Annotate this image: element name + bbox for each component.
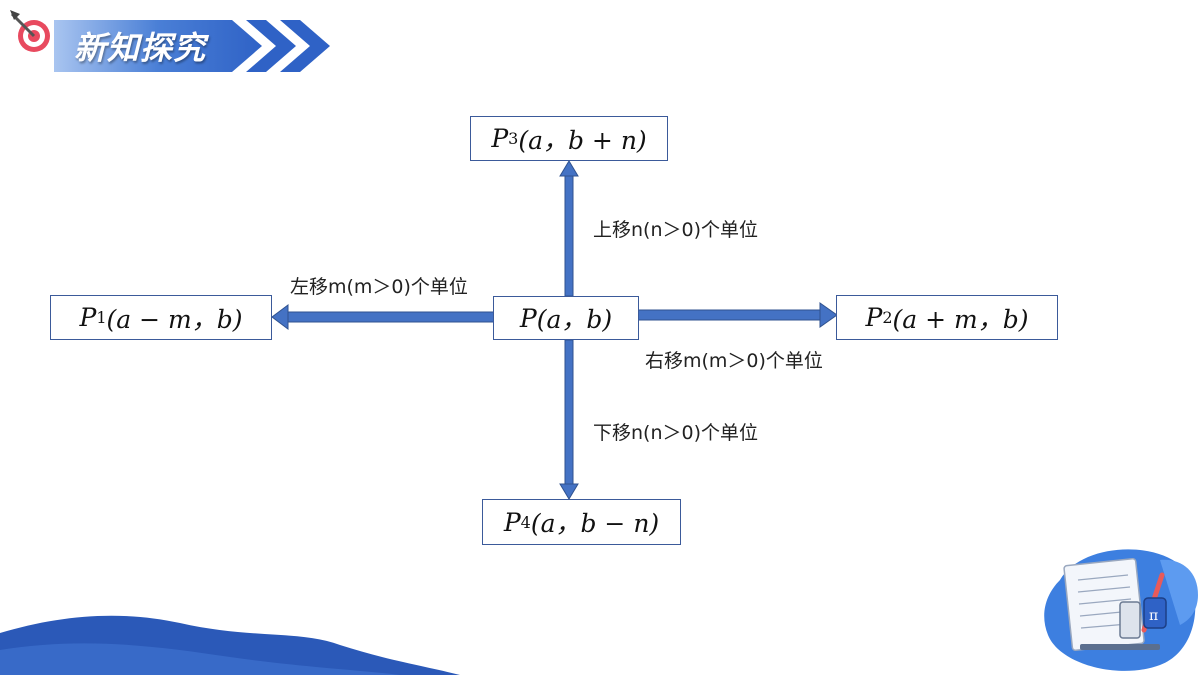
wave-decoration — [0, 615, 460, 675]
point-var: P — [865, 303, 883, 332]
point-p-box: P(a，b) — [493, 296, 639, 340]
point-var: P — [519, 303, 537, 333]
arrow-up — [559, 160, 579, 297]
point-subscript: 1 — [96, 308, 107, 327]
point-subscript: 3 — [508, 129, 519, 148]
arrow-left — [271, 304, 495, 330]
point-args: (a，b + n) — [518, 125, 647, 155]
label-move-right: 右移m(m＞0)个单位 — [645, 350, 823, 372]
label-move-left: 左移m(m＞0)个单位 — [290, 276, 468, 298]
arrow-right — [637, 302, 838, 328]
point-args: (a，b) — [536, 305, 613, 334]
label-move-up: 上移n(n＞0)个单位 — [593, 219, 758, 241]
point-subscript: 2 — [882, 308, 893, 327]
svg-text:π: π — [1149, 608, 1158, 624]
point-var: P — [503, 507, 521, 537]
point-subscript: 4 — [520, 512, 531, 532]
point-args: (a − m，b) — [106, 304, 243, 334]
point-var: P — [491, 124, 509, 153]
section-title: 新知探究 — [74, 29, 207, 67]
target-icon — [10, 10, 50, 52]
point-args: (a，b − n) — [530, 509, 660, 538]
label-move-down: 下移n(n＞0)个单位 — [593, 422, 758, 444]
point-var: P — [79, 303, 97, 332]
math-illustration-icon: π — [1044, 549, 1198, 671]
header-banner — [54, 20, 330, 72]
point-args: (a + m，b) — [892, 304, 1029, 334]
arrow-down — [559, 339, 579, 500]
